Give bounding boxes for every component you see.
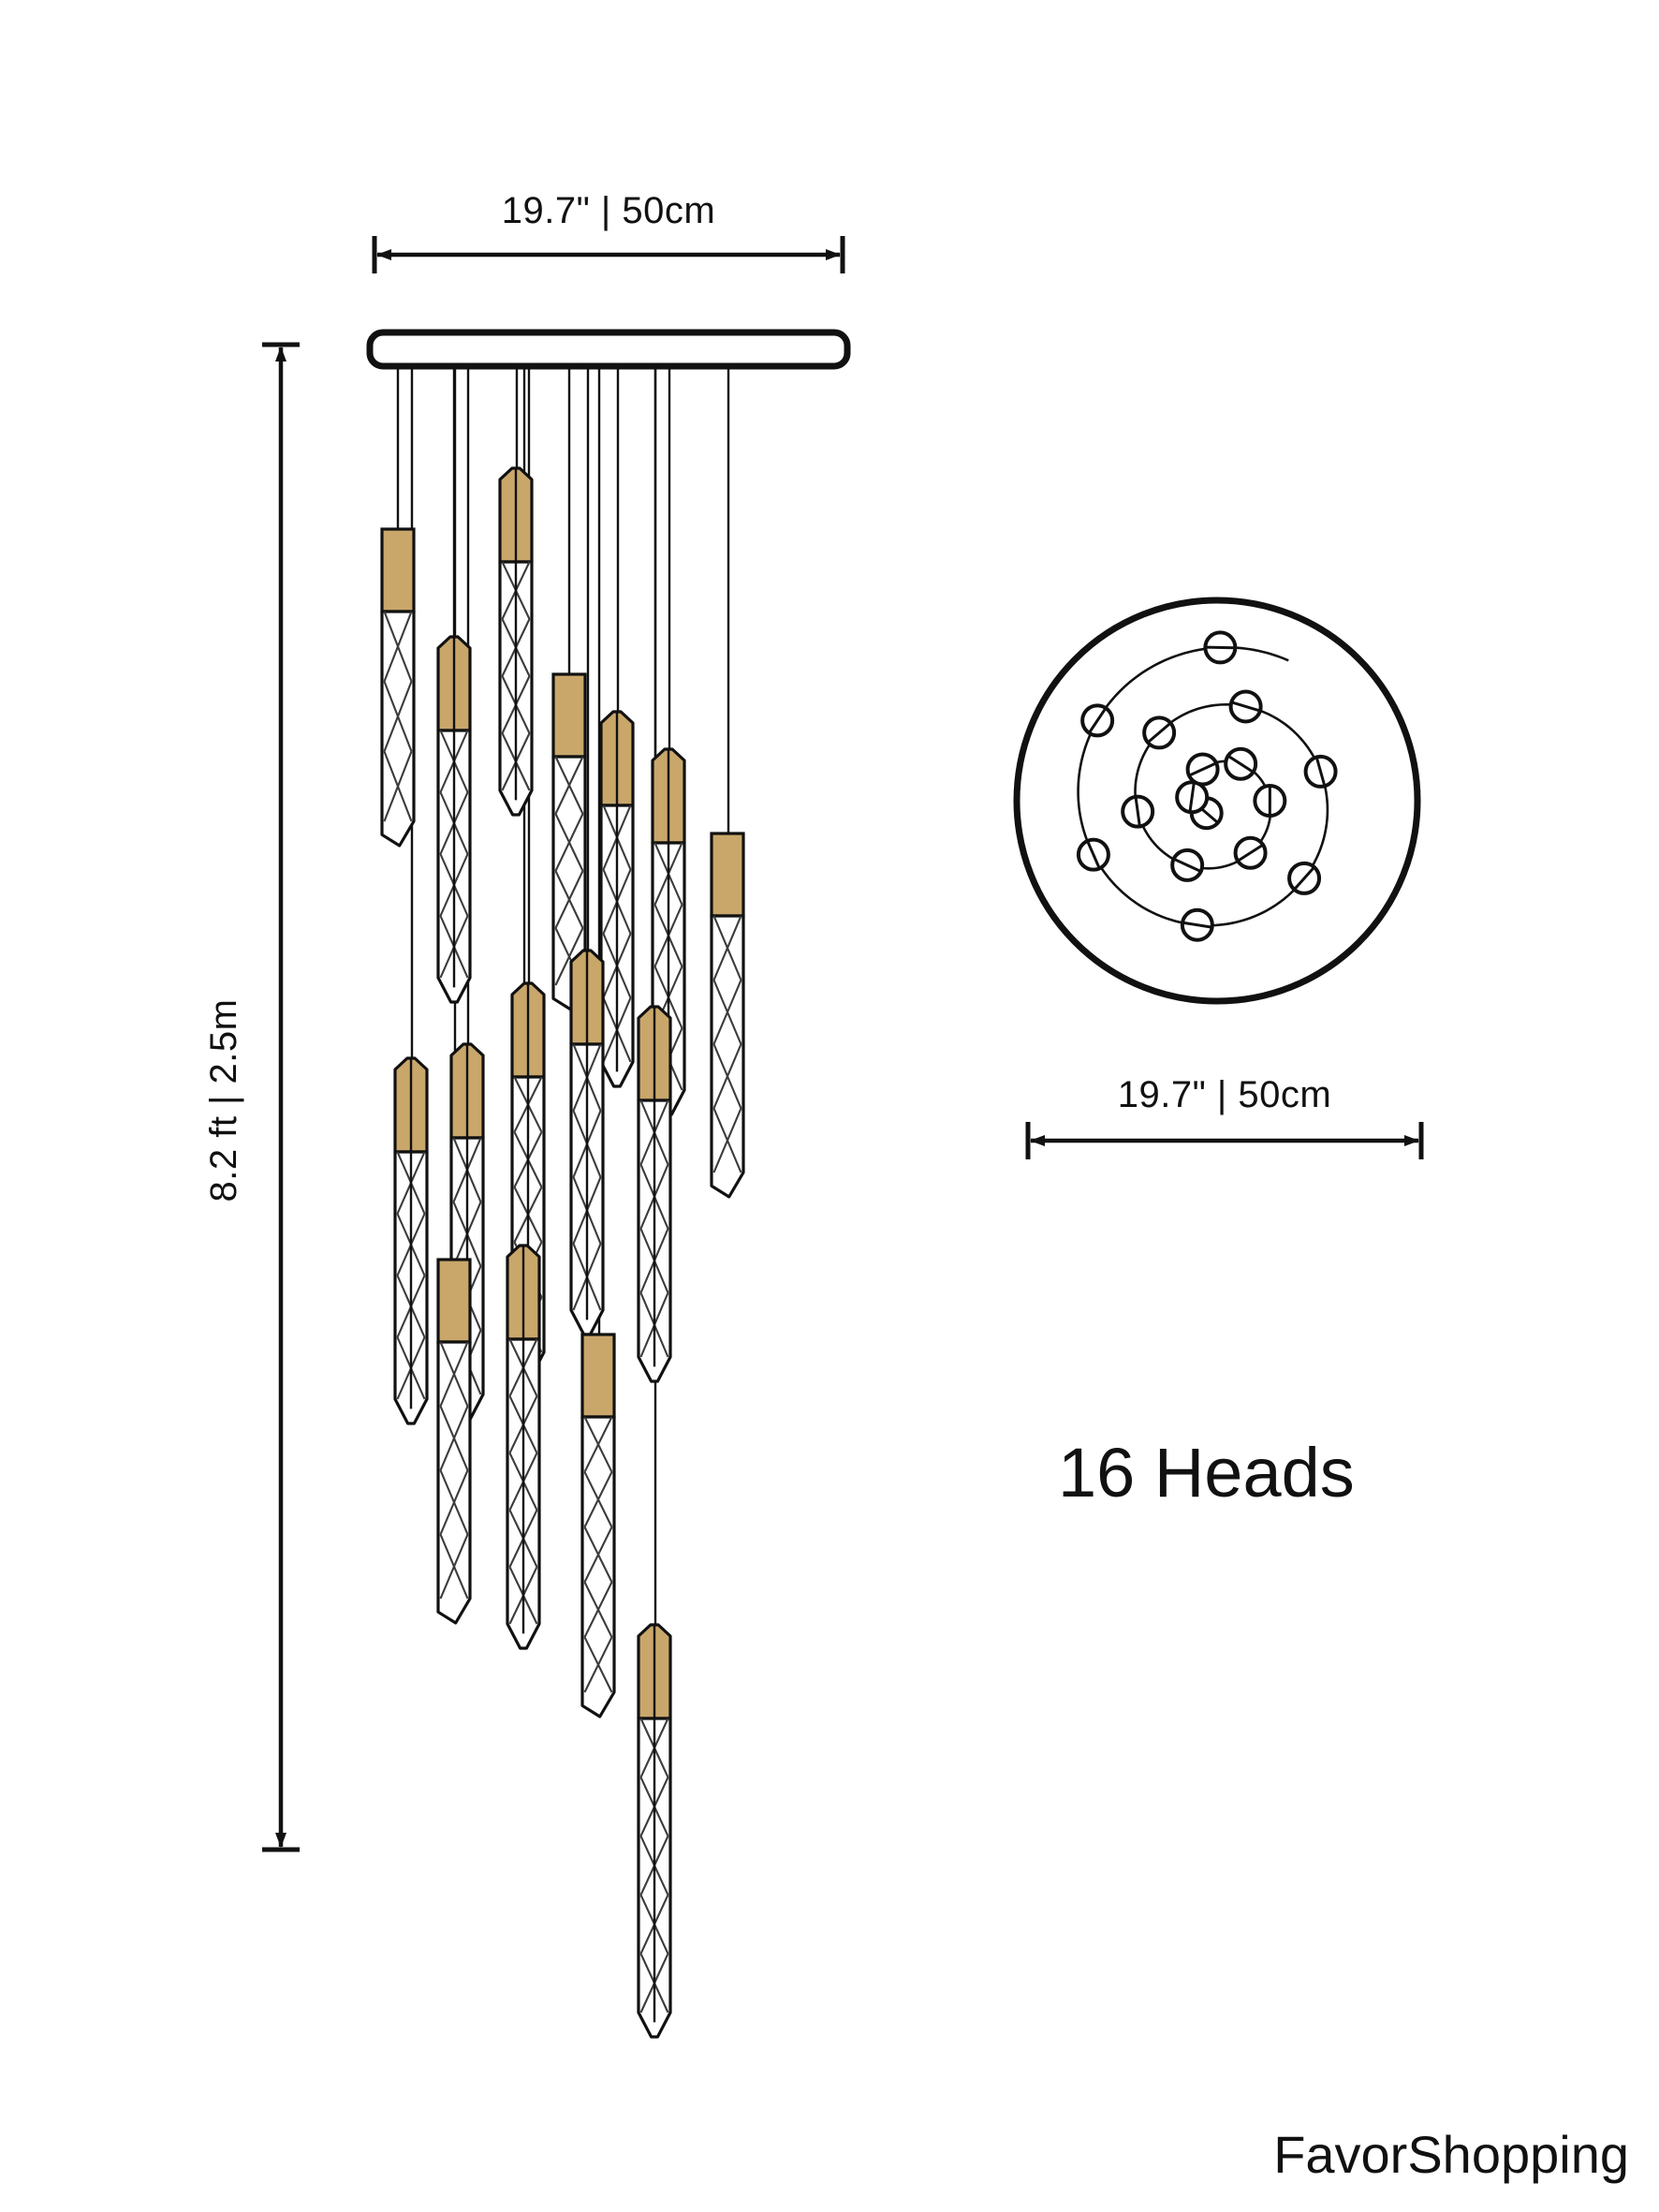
pendant-light-unit [498,466,534,817]
crystal-facet-lines [396,1151,426,1400]
top-view-head [1233,835,1268,870]
top-view-head [1203,630,1238,665]
brand-watermark: FavorShopping [1273,2125,1629,2184]
top-view-head [1180,907,1214,942]
pendant-light-unit [436,1258,472,1625]
pendant-light-unit [506,1244,541,1650]
pendant-light-unit [710,832,745,1199]
head-count-label: 16 Heads [1058,1434,1355,1512]
facet-line [554,756,584,815]
top-view-width-dimension-label: 19.7" | 50cm [1118,1074,1331,1115]
facet-line [583,1416,613,1473]
facet-line [712,1043,742,1109]
crystal-facet-lines [554,756,584,986]
pendant-light-unit [393,1056,429,1425]
pendant-crystal-body [436,1340,472,1625]
crystal-facet-lines [439,1341,469,1600]
pendant-gold-cap [551,672,587,759]
ceiling-canopy-plate [366,329,851,370]
facet-line [439,1534,469,1600]
head-slash-mark [1206,645,1235,650]
pendant-gold-cap [580,1333,616,1419]
top-view-width-dimension-line [1025,1122,1424,1159]
top-view-head [1185,752,1220,787]
facet-line [712,1108,742,1173]
top-view-head [1121,794,1155,829]
top-view-head [1287,861,1322,895]
pendant-gold-cap [436,1258,472,1344]
facet-line [583,1581,613,1638]
head-slash-mark [1189,761,1216,777]
top-view-head-markers [1076,630,1338,942]
drop-height-dimension-line [262,342,300,1852]
pendant-light-unit [580,1333,616,1718]
head-slash-mark [1183,921,1211,929]
facet-line [383,681,413,752]
pendant-crystal-body [580,1415,616,1718]
facet-line [439,1406,469,1471]
pendant-crystal-body [710,914,745,1199]
head-slash-mark [1188,783,1196,812]
crystal-facet-lines [383,611,413,822]
facet-line [583,1471,613,1528]
facet-line [583,1636,613,1693]
facet-line [554,870,584,929]
head-slash-mark [1227,755,1254,773]
top-view-head [1303,754,1338,789]
pendant-light-unit [380,527,416,848]
facet-line [712,980,742,1045]
pendant-light-unit [551,672,587,1011]
head-slash-mark [1294,866,1314,890]
pendant-crystal-body [380,610,416,848]
pendant-light-unit [436,635,472,1004]
top-view-head [1142,715,1177,750]
crystal-facet-lines [712,915,742,1173]
facet-line [439,1469,469,1535]
head-slash-mark [1315,758,1327,786]
top-width-dimension-label: 19.7" | 50cm [502,190,715,231]
top-width-dimension-line [372,236,845,273]
facet-line [383,750,413,822]
head-slash-mark [1086,841,1101,868]
facet-line [712,915,742,981]
top-view-head [1228,689,1263,724]
top-view-head [1076,837,1110,872]
head-slash-mark [1232,700,1260,713]
facet-line [383,611,413,683]
head-slash-mark [1134,797,1141,826]
facet-line [583,1526,613,1583]
pendant-light-unit [637,1005,672,1383]
pendant-light-unit [569,949,605,1336]
crystal-facet-lines [583,1416,613,1693]
drop-height-dimension-label: 8.2 ft | 2.5m [203,999,244,1202]
facet-line [554,813,584,872]
top-view-head [1253,784,1287,818]
top-view-head [1080,703,1115,738]
top-view-head [1170,848,1205,882]
pendant-light-unit [637,1623,672,2039]
facet-line [554,927,584,986]
top-view-head [1224,746,1258,781]
head-slash-mark [1088,708,1107,733]
facet-line [439,1341,469,1407]
head-slash-mark [1238,844,1263,862]
head-slash-mark [1147,722,1171,744]
head-slash-mark [1174,858,1201,873]
